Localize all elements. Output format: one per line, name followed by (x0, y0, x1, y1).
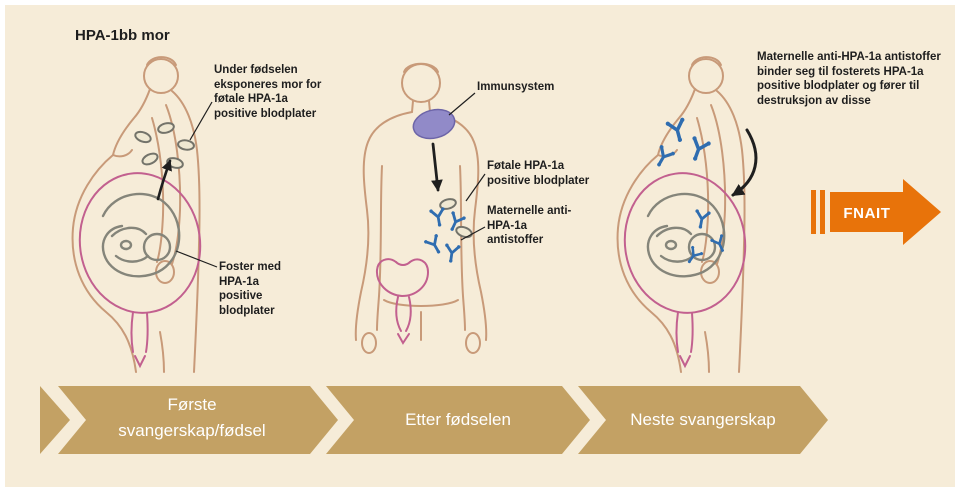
antibody-y-icon (441, 241, 463, 266)
after-birth-overlays (375, 92, 486, 345)
label-destruction: Maternelle anti-HPA-1a antistoffer binde… (757, 51, 941, 107)
platelet-oval-icon (453, 223, 475, 241)
timeline-start-triangle-icon (40, 386, 70, 454)
leader-line-maternal-antibodies (460, 226, 486, 241)
figure-next-pregnancy (614, 55, 758, 374)
antibody-y-icon (681, 244, 705, 269)
figure-first-pregnancy (69, 55, 218, 374)
timeline-label-after-birth: Etter fødselen (405, 410, 511, 429)
antibody-y-icon (427, 205, 449, 230)
label-immunsystem: Immunsystem (477, 81, 555, 93)
label-exposure: Under fødselen eksponeres mor for føtale… (214, 64, 322, 120)
label-maternal-antibodies: Maternelle anti-HPA-1a antistoffer (487, 205, 572, 247)
immune-organ-icon (412, 108, 456, 140)
antibody-y-icon (683, 133, 714, 166)
leader-line-exposure (189, 101, 213, 141)
timeline-chevron-icon-3 (578, 386, 828, 454)
timeline-arrows (40, 386, 828, 454)
leader-line-fetus (175, 250, 218, 268)
label-fetus: Foster med HPA-1a positive blodplater (219, 261, 281, 317)
immune-response-arrow-icon (431, 142, 443, 192)
timeline-chevron-icon-1 (58, 386, 338, 454)
platelet-oval-icon (132, 128, 154, 146)
timeline-chevron-icon-2 (326, 386, 590, 454)
fnait-arrow-icon: FNAIT (811, 179, 941, 245)
platelet-oval-icon (176, 138, 196, 152)
fetal-platelet-icons (438, 196, 475, 241)
released-platelet-icons (132, 120, 196, 171)
label-fetal-platelets: Føtale HPA-1a positive blodplater (487, 160, 590, 187)
leader-line-fetal-platelets (465, 173, 486, 202)
antibody-y-icon (422, 232, 448, 259)
exposure-arrow-icon (156, 159, 172, 201)
leader-line-immunsystem (448, 92, 476, 116)
timeline-label-first-pregnancy: Første svangerskap/fødsel (118, 395, 266, 440)
fnait-label: FNAIT (843, 205, 890, 222)
platelet-oval-icon (156, 120, 176, 136)
timeline-label-next-pregnancy: Neste svangerskap (630, 410, 776, 429)
page-title: HPA-1bb mor (75, 27, 170, 44)
figure-after-birth (354, 62, 488, 354)
platelet-oval-icon (139, 150, 161, 168)
antibody-transfer-arrow-icon (731, 128, 758, 197)
uterus-after-birth (375, 258, 430, 345)
